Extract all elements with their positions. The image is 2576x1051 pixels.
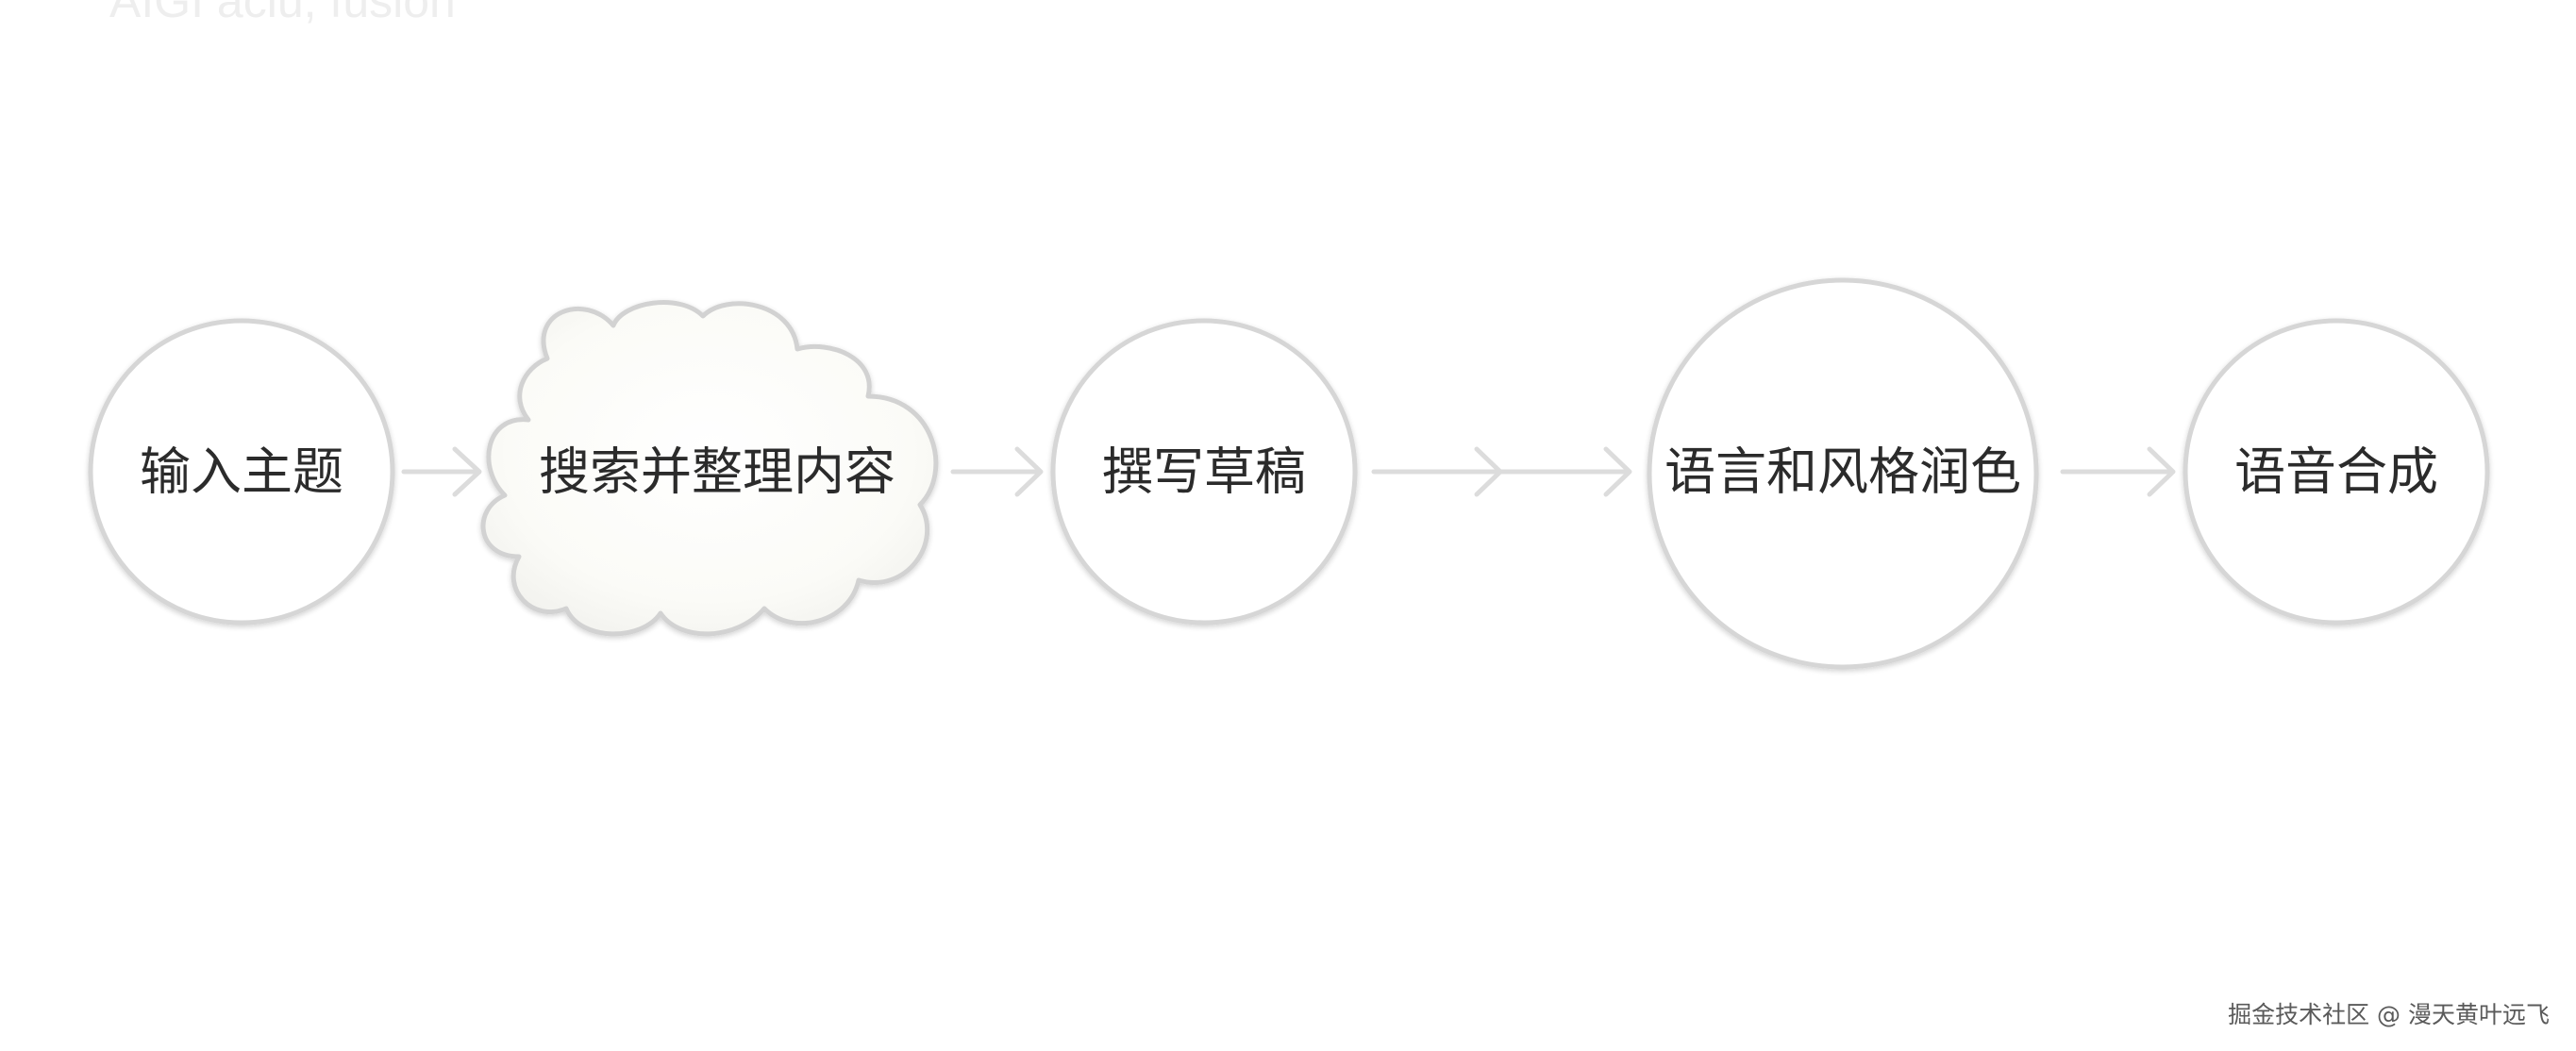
node-label: 语言和风格润色 — [1664, 442, 2021, 502]
edge-n4-n5 — [2060, 446, 2176, 497]
edge-n3-n4 — [1371, 446, 1632, 497]
faded-header-text: AIGI aciu, fusion — [109, 0, 456, 27]
node-label: 搜索并整理内容 — [539, 442, 895, 502]
nodes-layer: 输入主题 搜索并整理内容 撰写草稿 语言和风格润色 语音合成 — [88, 277, 2490, 670]
node-search-organize: 搜索并整理内容 — [480, 300, 939, 637]
node-write-draft: 撰写草稿 — [1050, 318, 1358, 626]
edge-n2-n3 — [950, 446, 1044, 497]
node-input-topic: 输入主题 — [88, 318, 395, 626]
node-label: 输入主题 — [140, 442, 343, 502]
edges-layer — [401, 446, 2176, 497]
node-label: 撰写草稿 — [1102, 442, 1306, 502]
node-speech-synthesis: 语音合成 — [2183, 318, 2490, 626]
edge-n1-n2 — [401, 446, 482, 497]
node-language-style-polish: 语言和风格润色 — [1647, 277, 2039, 670]
node-label: 语音合成 — [2234, 442, 2438, 502]
watermark: 掘金技术社区 @ 漫天黄叶远飞 — [2228, 1001, 2550, 1028]
